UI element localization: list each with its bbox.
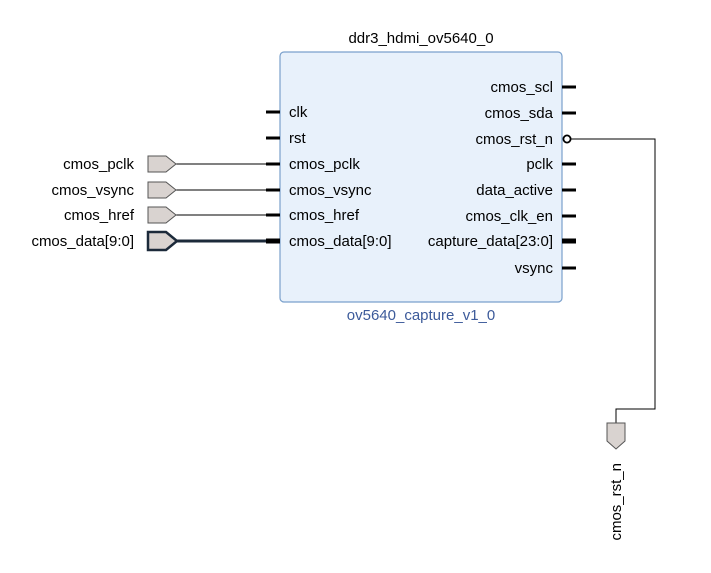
port-label-rst[interactable]: rst bbox=[289, 130, 306, 147]
port-label-cmos-pclk[interactable]: cmos_pclk bbox=[289, 156, 360, 173]
port-label-capture-data[interactable]: capture_data[23:0] bbox=[428, 233, 553, 250]
left-port-labels: clk rst cmos_pclk cmos_vsync cmos_href c… bbox=[289, 104, 392, 250]
inverter-bubble-icon bbox=[562, 134, 572, 144]
input-wires bbox=[176, 163, 266, 216]
instance-name: ddr3_hdmi_ov5640_0 bbox=[348, 30, 493, 47]
external-input-ports bbox=[146, 155, 179, 252]
input-port-cmos-href-icon[interactable] bbox=[147, 206, 177, 224]
right-port-labels: cmos_scl cmos_sda cmos_rst_n pclk data_a… bbox=[428, 79, 554, 277]
port-label-cmos-rst-n[interactable]: cmos_rst_n bbox=[475, 131, 553, 148]
port-label-cmos-clk-en[interactable]: cmos_clk_en bbox=[465, 208, 553, 225]
output-port-cmos-rst-n-icon[interactable] bbox=[606, 422, 626, 450]
port-label-pclk[interactable]: pclk bbox=[526, 156, 553, 173]
external-input-label-cmos-pclk: cmos_pclk bbox=[63, 156, 134, 173]
external-input-label-cmos-data: cmos_data[9:0] bbox=[31, 233, 134, 250]
port-label-clk[interactable]: clk bbox=[289, 104, 308, 121]
left-pin-stubs bbox=[266, 110, 280, 244]
port-label-cmos-sda[interactable]: cmos_sda bbox=[485, 105, 554, 122]
external-output-label-cmos-rst-n: cmos_rst_n bbox=[608, 463, 625, 541]
external-input-label-cmos-vsync: cmos_vsync bbox=[51, 182, 134, 199]
wire-cmos-rst-n bbox=[571, 138, 656, 423]
port-label-data-active[interactable]: data_active bbox=[476, 182, 553, 199]
port-label-cmos-scl[interactable]: cmos_scl bbox=[490, 79, 553, 96]
port-label-cmos-href[interactable]: cmos_href bbox=[289, 207, 360, 224]
port-label-cmos-vsync[interactable]: cmos_vsync bbox=[289, 182, 372, 199]
input-port-cmos-vsync-icon[interactable] bbox=[147, 181, 177, 199]
external-input-labels: cmos_pclk cmos_vsync cmos_href cmos_data… bbox=[31, 156, 134, 250]
port-label-vsync[interactable]: vsync bbox=[515, 260, 554, 277]
input-port-cmos-data-icon[interactable] bbox=[146, 230, 179, 252]
module-name: ov5640_capture_v1_0 bbox=[347, 307, 495, 324]
port-label-cmos-data[interactable]: cmos_data[9:0] bbox=[289, 233, 392, 250]
input-port-cmos-pclk-icon[interactable] bbox=[147, 155, 177, 173]
right-pin-stubs bbox=[562, 85, 576, 270]
external-input-label-cmos-href: cmos_href bbox=[64, 207, 135, 224]
ip-block[interactable] bbox=[279, 51, 563, 303]
